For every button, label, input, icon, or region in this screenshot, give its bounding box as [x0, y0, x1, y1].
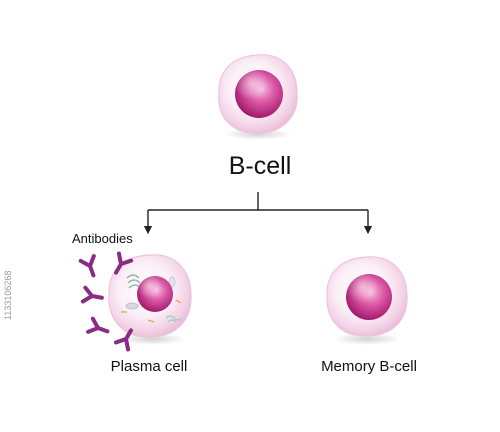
- b-cell-nucleus-highlight: [235, 70, 283, 118]
- memory-b-cell-nucleus-highlight: [346, 274, 392, 320]
- organelle-mark: [147, 319, 155, 323]
- watermark-id: 1133106268: [3, 270, 13, 320]
- organelle-mark: [175, 299, 182, 304]
- plasma-cell-label: Plasma cell: [110, 358, 188, 375]
- memory-b-cell-shadow: [333, 333, 401, 345]
- antibody: [78, 254, 96, 278]
- plasma-cell-nucleus-highlight: [137, 276, 173, 312]
- antibodies: [78, 251, 134, 352]
- antibody: [86, 316, 110, 334]
- memory-b-cell-illustration: [326, 256, 408, 345]
- plasma-cell-illustration: [108, 254, 192, 345]
- antibodies-label: Antibodies: [72, 231, 133, 246]
- memory-b-cell-label: Memory B-cell: [321, 358, 417, 375]
- endoplasmic-reticulum: [165, 315, 183, 323]
- vesicle: [168, 276, 176, 288]
- branch-arrows: [143, 192, 373, 235]
- mitochondrion: [125, 302, 139, 310]
- antibody: [114, 251, 134, 275]
- b-cell-illustration: [218, 54, 298, 140]
- antibody: [80, 285, 104, 304]
- b-cell-title: B-cell: [228, 152, 292, 180]
- antibody: [113, 328, 133, 352]
